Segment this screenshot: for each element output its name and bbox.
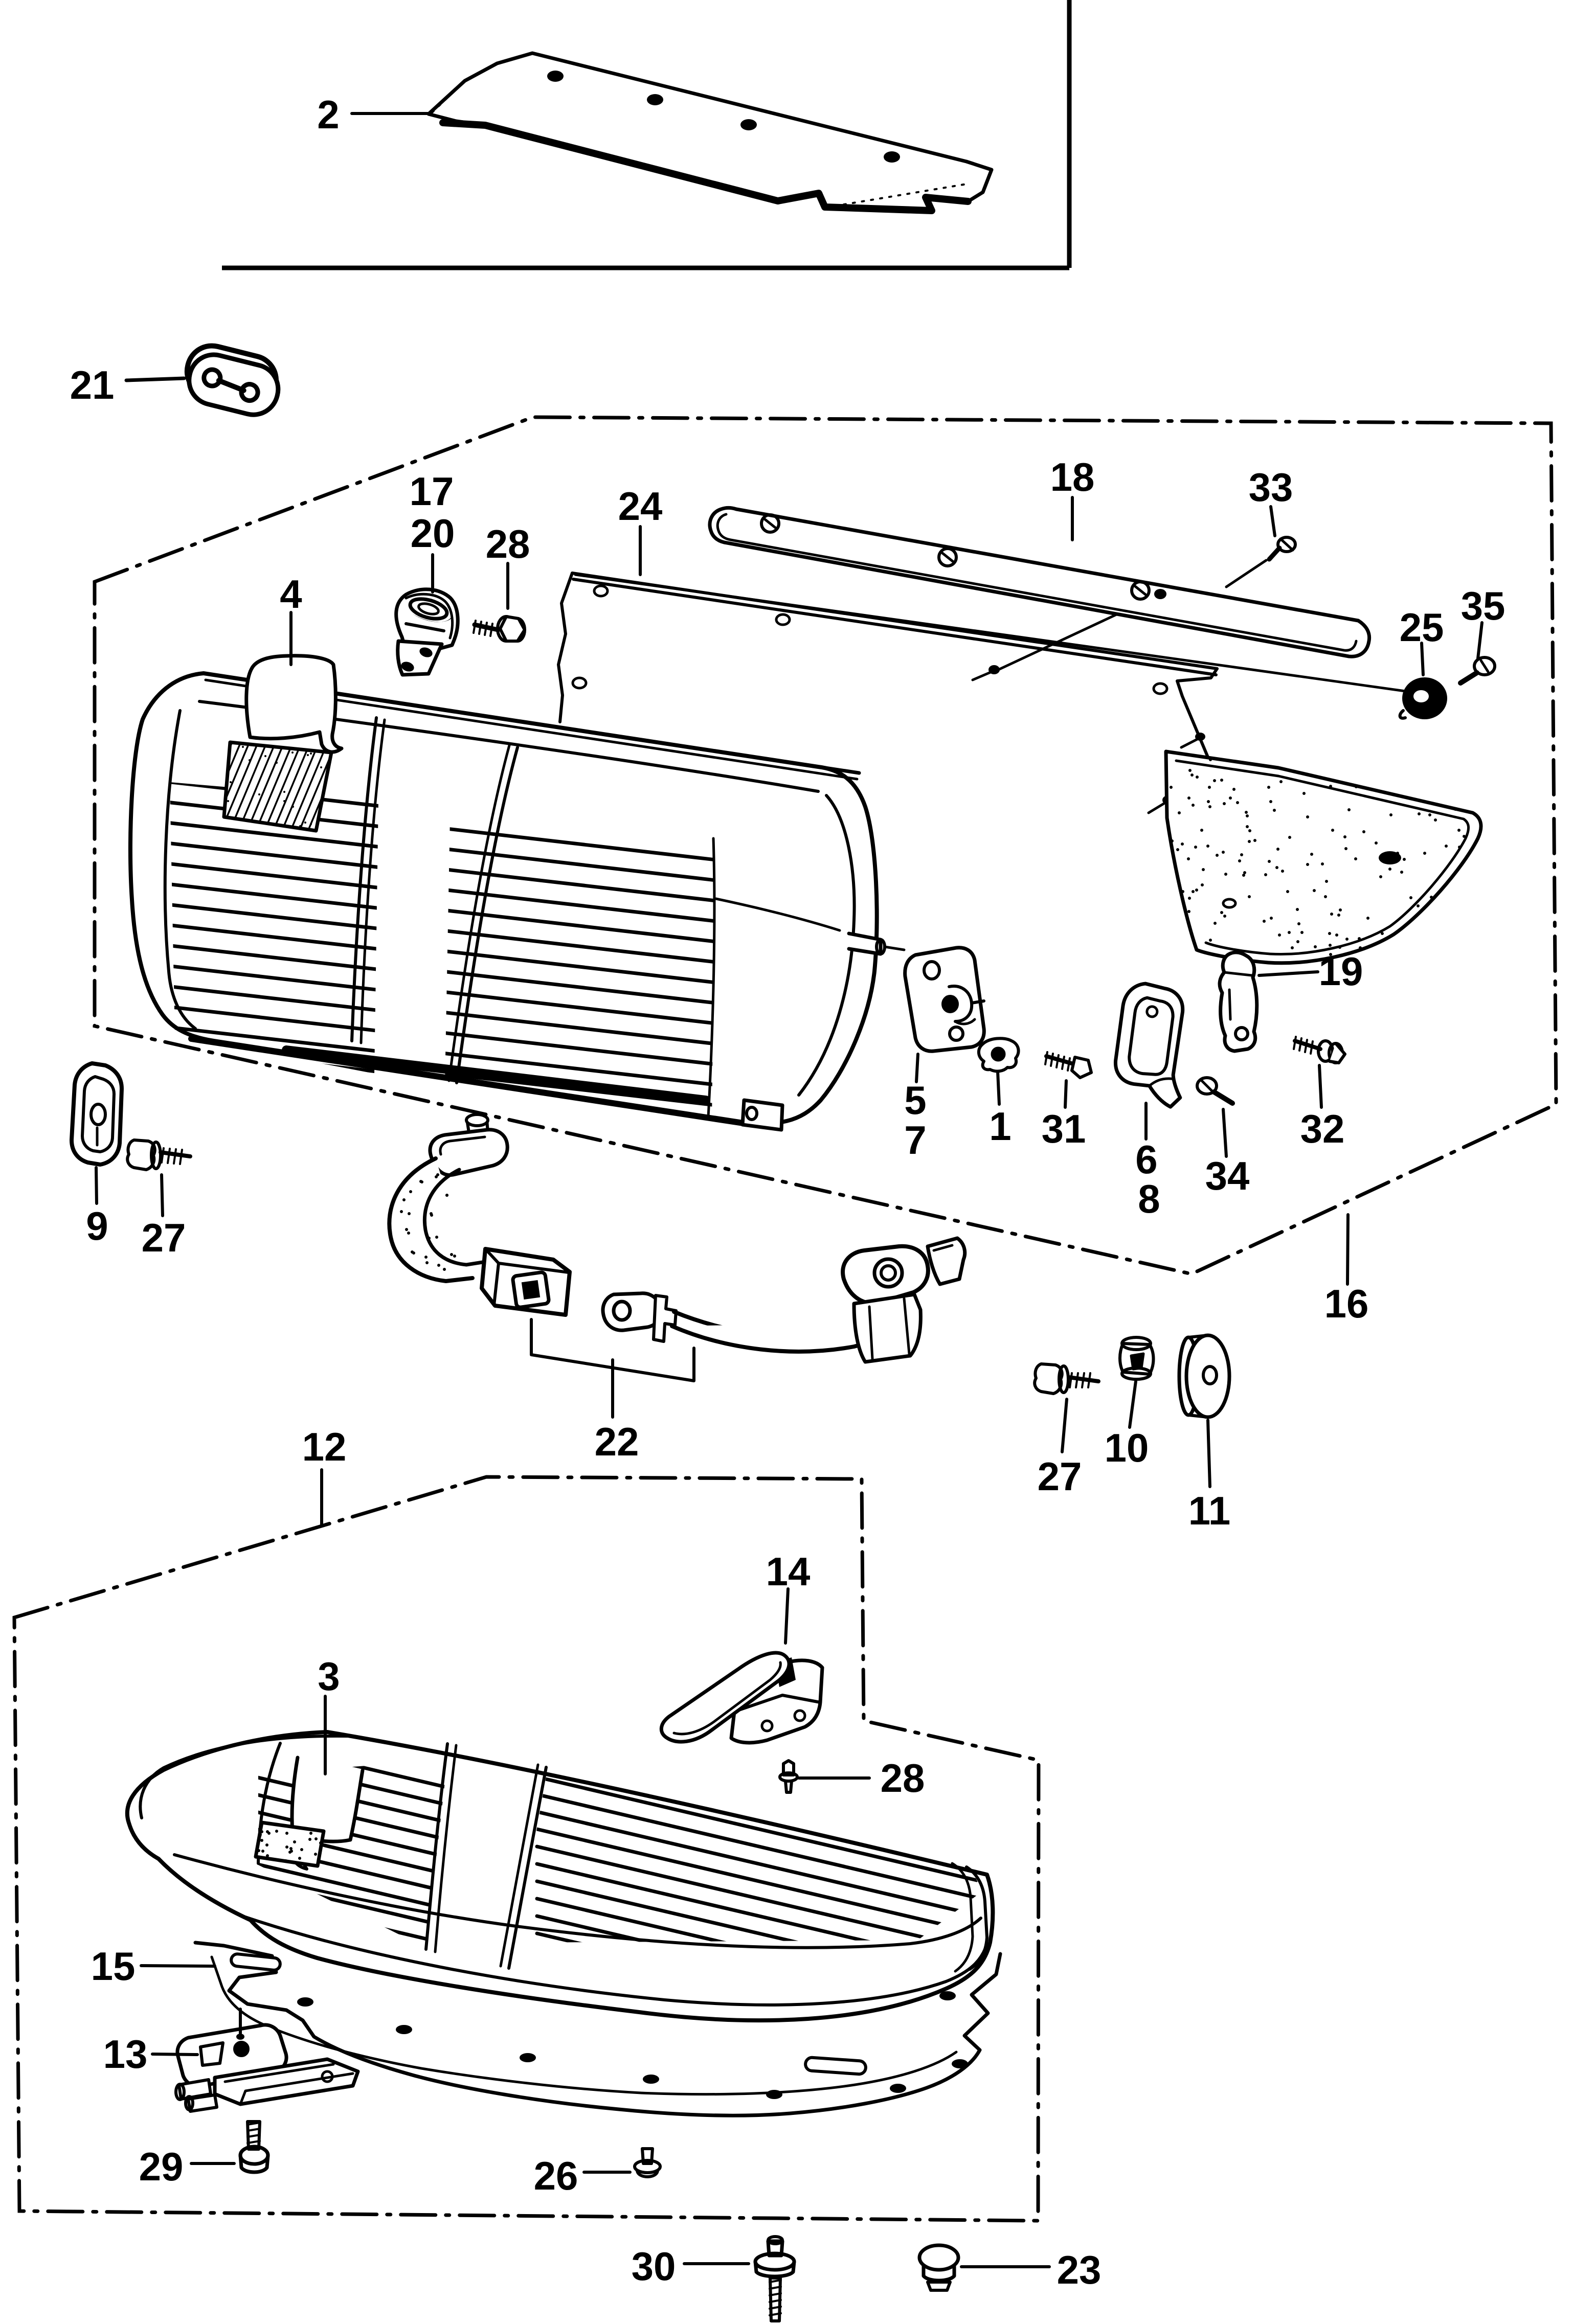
svg-text:28: 28	[486, 521, 530, 566]
svg-text:15: 15	[91, 1944, 136, 1989]
svg-text:23: 23	[1057, 2247, 1102, 2292]
svg-text:21: 21	[70, 362, 115, 407]
svg-text:9: 9	[86, 1203, 108, 1248]
svg-text:33: 33	[1249, 465, 1293, 510]
svg-text:4: 4	[280, 572, 302, 617]
svg-text:27: 27	[142, 1215, 186, 1260]
svg-text:1: 1	[989, 1104, 1011, 1149]
svg-text:20: 20	[411, 511, 455, 556]
svg-text:28: 28	[881, 1756, 925, 1801]
svg-text:3: 3	[318, 1654, 340, 1699]
svg-text:32: 32	[1300, 1106, 1345, 1151]
svg-text:10: 10	[1105, 1425, 1149, 1470]
svg-text:24: 24	[618, 484, 663, 529]
svg-text:26: 26	[534, 2153, 578, 2198]
svg-text:12: 12	[302, 1424, 347, 1469]
svg-text:30: 30	[632, 2244, 676, 2289]
svg-text:7: 7	[904, 1118, 926, 1163]
svg-text:11: 11	[1188, 1488, 1230, 1533]
svg-text:19: 19	[1319, 949, 1363, 994]
svg-text:5: 5	[904, 1078, 926, 1123]
svg-text:6: 6	[1135, 1137, 1157, 1182]
svg-text:35: 35	[1461, 583, 1505, 628]
svg-text:13: 13	[103, 2032, 148, 2077]
svg-text:14: 14	[766, 1549, 811, 1594]
svg-text:18: 18	[1050, 454, 1095, 499]
svg-text:8: 8	[1138, 1176, 1160, 1221]
svg-text:22: 22	[595, 1419, 639, 1464]
svg-text:2: 2	[317, 92, 339, 137]
svg-text:31: 31	[1042, 1106, 1086, 1151]
svg-text:34: 34	[1205, 1153, 1250, 1198]
svg-text:17: 17	[410, 469, 454, 514]
svg-text:16: 16	[1324, 1281, 1369, 1326]
svg-text:27: 27	[1038, 1454, 1082, 1499]
svg-text:29: 29	[139, 2144, 184, 2189]
